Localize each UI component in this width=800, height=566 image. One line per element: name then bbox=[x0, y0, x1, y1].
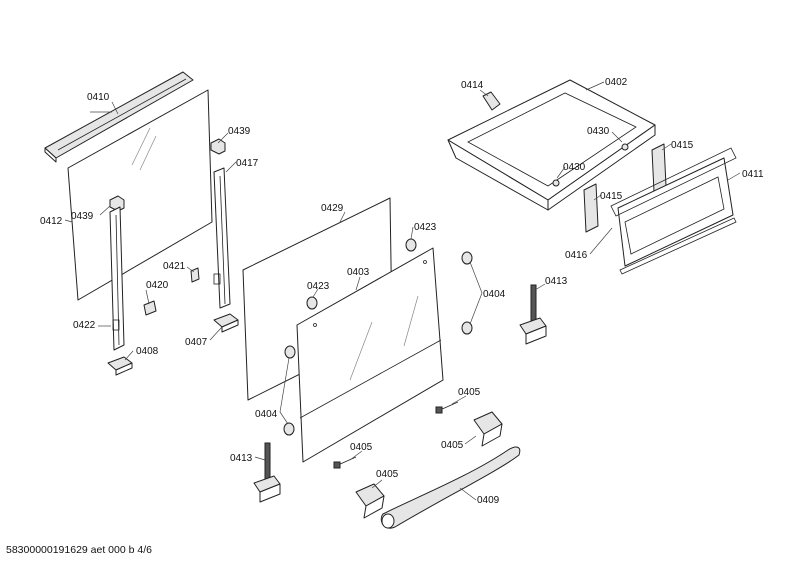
callout-0405-screw-left: 0405 bbox=[350, 442, 373, 453]
callout-0409: 0409 bbox=[477, 495, 500, 506]
part-clip-upper bbox=[210, 138, 226, 155]
callout-0405-screw-right: 0405 bbox=[458, 387, 481, 398]
callout-0407: 0407 bbox=[185, 337, 208, 348]
callout-0439-lower: 0439 bbox=[71, 211, 94, 222]
callout-0410: 0410 bbox=[87, 92, 110, 103]
callout-0403: 0403 bbox=[347, 267, 370, 278]
callout-0413-left: 0413 bbox=[230, 453, 253, 464]
callout-0420: 0420 bbox=[146, 280, 169, 291]
leader-lines bbox=[64, 81, 741, 501]
part-hinge-block-0407 bbox=[213, 313, 239, 333]
part-end-cap-0405-right bbox=[473, 411, 503, 447]
callout-0402: 0402 bbox=[605, 77, 628, 88]
callout-0412: 0412 bbox=[40, 216, 63, 227]
callout-0405-cap-right: 0405 bbox=[441, 440, 464, 451]
part-hinge-0413-right bbox=[519, 284, 547, 345]
callout-0404-left: 0404 bbox=[255, 409, 278, 420]
callout-0411: 0411 bbox=[742, 169, 764, 180]
callout-0414: 0414 bbox=[461, 80, 484, 91]
callout-0430-lower: 0430 bbox=[563, 162, 586, 173]
callout-0429: 0429 bbox=[321, 203, 344, 214]
callout-0423-top: 0423 bbox=[414, 222, 437, 233]
part-end-cap-0405-left bbox=[355, 483, 385, 519]
callout-0415-lower: 0415 bbox=[600, 191, 623, 202]
callout-0423-mid: 0423 bbox=[307, 281, 330, 292]
part-right-bracket-rail bbox=[213, 167, 231, 309]
part-bumper-0423-mid bbox=[306, 296, 318, 310]
part-door-handle bbox=[380, 446, 521, 529]
part-inner-glass-pane bbox=[67, 89, 213, 301]
callout-0408: 0408 bbox=[136, 346, 159, 357]
callout-0415-upper: 0415 bbox=[671, 140, 694, 151]
part-screw-0405-right bbox=[435, 401, 459, 414]
part-drawer-tray bbox=[447, 79, 656, 211]
callout-0404-right: 0404 bbox=[483, 289, 506, 300]
callout-labels: 0410 0412 0439 0417 0439 0421 0420 0422 … bbox=[40, 77, 764, 506]
part-small-clip-0420 bbox=[143, 300, 157, 316]
callout-0430-upper: 0430 bbox=[587, 126, 610, 137]
part-bumper-0423-top bbox=[405, 238, 417, 252]
part-hinge-block-0408 bbox=[107, 356, 133, 376]
part-small-clip-0421 bbox=[190, 267, 200, 283]
part-screw-0405-left bbox=[333, 456, 357, 469]
part-outer-door-panel bbox=[296, 247, 444, 463]
part-bumper-0404-c bbox=[461, 251, 473, 265]
part-bumper-0404-d bbox=[461, 321, 473, 335]
part-bumper-0404-a bbox=[284, 345, 296, 359]
part-bumper-0404-b bbox=[283, 422, 295, 436]
part-hinge-0413-left bbox=[253, 442, 281, 503]
callout-0439-upper: 0439 bbox=[228, 126, 251, 137]
callout-0416: 0416 bbox=[565, 250, 588, 261]
part-top-trim-strip bbox=[44, 71, 194, 163]
callout-0422: 0422 bbox=[73, 320, 96, 331]
callout-0405-cap-left: 0405 bbox=[376, 469, 399, 480]
part-clip-0414 bbox=[482, 91, 501, 111]
part-slide-bracket-0415-lower bbox=[583, 183, 599, 233]
part-left-bracket-rail bbox=[109, 206, 125, 351]
document-id: 58300000191629 aet 000 b 4/6 bbox=[6, 544, 152, 556]
part-drawer-front bbox=[617, 157, 734, 267]
part-gasket-strip bbox=[610, 147, 737, 275]
callout-0421: 0421 bbox=[163, 261, 186, 272]
callout-0417: 0417 bbox=[236, 158, 259, 169]
callout-0413-right: 0413 bbox=[545, 276, 568, 287]
